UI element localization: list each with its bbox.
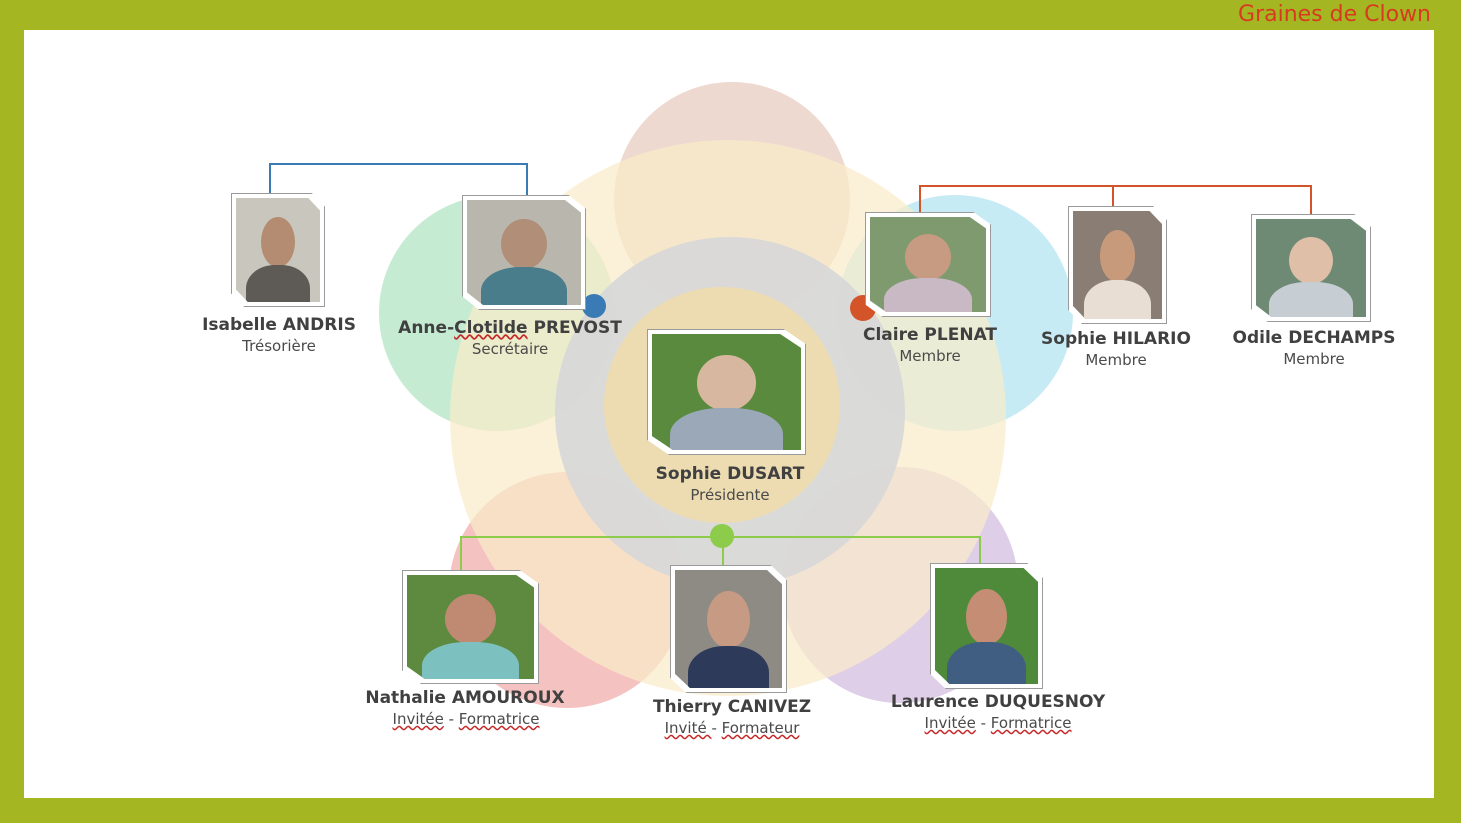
- green-dot: [710, 524, 734, 548]
- member-role-anne-clotilde: Secrétaire: [471, 340, 549, 358]
- brand-title: Graines de Clown: [1238, 2, 1431, 27]
- connector-orange: [919, 185, 1312, 215]
- member-role-thierry: Invité - Formateur: [664, 719, 800, 737]
- member-name-sophie-dusart: Sophie DUSART: [655, 464, 805, 484]
- member-role-sophie-hilario: Membre: [1085, 351, 1147, 369]
- member-photo-isabelle: [231, 193, 325, 307]
- member-role-claire: Membre: [899, 347, 961, 365]
- blue-dot: [582, 294, 606, 318]
- member-name-thierry: Thierry CANIVEZ: [652, 697, 812, 717]
- member-role-isabelle: Trésorière: [242, 337, 316, 355]
- member-photo-anne-clotilde: [462, 195, 586, 310]
- member-photo-thierry: [670, 565, 787, 693]
- member-role-nathalie: Invitée - Formatrice: [392, 710, 540, 728]
- member-name-laurence: Laurence DUQUESNOY: [890, 692, 1106, 712]
- member-name-odile: Odile DECHAMPS: [1232, 328, 1396, 348]
- member-name-isabelle: Isabelle ANDRIS: [202, 315, 356, 335]
- member-photo-claire: [865, 212, 991, 317]
- member-photo-odile: [1251, 214, 1371, 322]
- member-photo-laurence: [930, 563, 1043, 689]
- connector-blue: [269, 163, 528, 195]
- member-photo-nathalie: [402, 570, 539, 684]
- member-role-odile: Membre: [1283, 350, 1345, 368]
- member-name-claire: Claire PLENAT: [863, 325, 997, 345]
- member-role-sophie-dusart: Présidente: [690, 486, 770, 504]
- member-photo-sophie-dusart: [647, 329, 806, 455]
- member-name-sophie-hilario: Sophie HILARIO: [1041, 329, 1191, 349]
- member-role-laurence: Invitée - Formatrice: [924, 714, 1072, 732]
- member-name-nathalie: Nathalie AMOUROUX: [365, 688, 565, 708]
- member-photo-sophie-hilario: [1068, 206, 1167, 324]
- member-name-anne-clotilde: Anne-Clotilde PREVOST: [398, 318, 622, 338]
